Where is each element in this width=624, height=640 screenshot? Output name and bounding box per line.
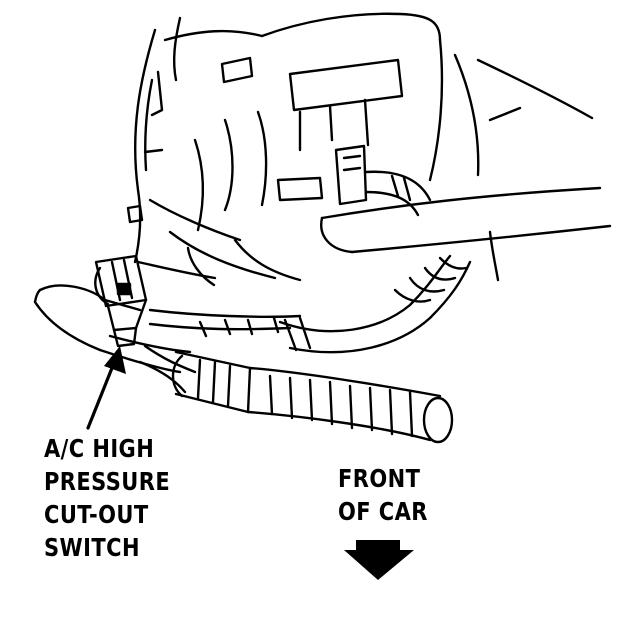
front-direction-arrow-icon <box>344 540 414 580</box>
ac-line-hose <box>98 334 454 444</box>
front-label-line-2: OF CAR <box>338 497 428 526</box>
wiring-loom <box>33 284 302 394</box>
switch-label-line-4: SWITCH <box>44 533 140 562</box>
ac-pressure-switch <box>94 254 148 348</box>
top-connector <box>334 144 432 217</box>
left-bracket <box>126 70 164 224</box>
switch-label: A/C HIGH PRESSURE CUT-OUT SWITCH <box>44 432 170 564</box>
engine-block <box>133 12 594 287</box>
curved-hose <box>278 254 472 354</box>
switch-label-line-1: A/C HIGH <box>44 434 155 463</box>
switch-label-line-2: PRESSURE <box>44 467 171 496</box>
switch-leader-arrow <box>86 346 126 430</box>
switch-label-line-3: CUT-OUT <box>44 500 149 529</box>
front-of-car-label: FRONT OF CAR <box>338 462 428 528</box>
intake-pipe <box>320 186 612 282</box>
front-label-line-1: FRONT <box>338 464 421 493</box>
